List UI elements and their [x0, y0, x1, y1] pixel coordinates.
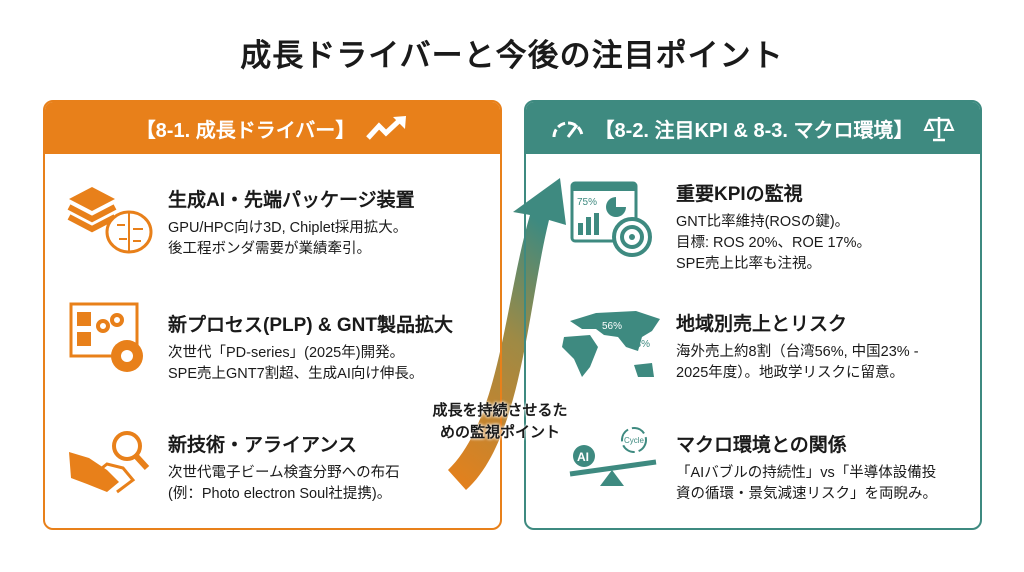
item-title: 新プロセス(PLP) & GNT製品拡大	[168, 315, 453, 336]
item-title: 地域別売上とリスク	[676, 314, 848, 335]
kpi-percent-label: 75%	[577, 197, 597, 208]
arrow-label: 成長を持続させるた めの監視ポイント	[405, 400, 595, 444]
ai-cycle-balance-icon: AI Cycle	[569, 427, 657, 486]
item-line: GPU/HPC向け3D, Chiplet採用拡大。	[168, 220, 408, 236]
page-title: 成長ドライバーと今後の注目ポイント	[240, 38, 784, 73]
growth-drivers-panel: 【8-1. 成長ドライバー】 生成AI・先端パッケージ装置 GPU/HPC向け3…	[43, 100, 502, 530]
item-line: SPE売上比率も注視。	[676, 256, 822, 272]
chip-stack-brain-icon	[67, 187, 153, 254]
item-line: 次世代「PD-series」(2025年)開発。	[168, 345, 405, 361]
item-title: 重要KPIの監視	[676, 184, 803, 205]
item-line: 2025年度）。地政学リスクに留意。	[676, 365, 905, 381]
kpi-dashboard-target-icon: 75%	[570, 181, 652, 257]
china-share-label: 23%	[630, 339, 650, 350]
trend-up-icon	[366, 116, 407, 140]
panel-header: 【8-2. 注目KPI & 8-3. マクロ環境】	[526, 102, 980, 154]
panel-header-label: 【8-2. 注目KPI & 8-3. マクロ環境】	[594, 119, 914, 142]
arrow-label-line: めの監視ポイント	[439, 424, 560, 441]
balance-scale-icon	[923, 117, 956, 142]
panel-header-label: 【8-1. 成長ドライバー】	[135, 119, 356, 142]
arrow-label-line: 成長を持続させるた	[432, 402, 568, 419]
handshake-search-icon	[69, 431, 150, 494]
cycle-label: Cycle	[624, 436, 645, 445]
item-line: 後工程ボンダ需要が業績牽引。	[168, 241, 371, 257]
kpi-macro-panel: 【8-2. 注目KPI & 8-3. マクロ環境】 75% 重要KPIの監視 G…	[524, 100, 982, 530]
item-line: (例：Photo electron Soul社提携)。	[168, 486, 392, 502]
item-title: 新技術・アライアンス	[168, 435, 357, 456]
item-title: 生成AI・先端パッケージ装置	[168, 190, 415, 211]
item-line: 海外売上約8割（台湾56%, 中国23% -	[676, 344, 919, 360]
taiwan-share-label: 56%	[602, 321, 622, 332]
process-gears-icon	[69, 302, 143, 372]
item-line: 資の循環・景気減速リスク」を両睨み。	[676, 486, 937, 502]
item-line: 次世代電子ビーム検査分野への布石	[168, 465, 400, 481]
gauge-icon	[552, 121, 584, 138]
item-line: 目標: ROS 20%、ROE 17%。	[676, 235, 871, 251]
item-line: SPE売上GNT7割超、生成AI向け伸長。	[168, 366, 424, 382]
world-map-icon: 56% 23%	[562, 311, 660, 377]
item-line: 「AIバブルの持続性」vs「半導体設備投	[676, 465, 937, 481]
item-line: GNT比率維持(ROSの鍵)。	[676, 214, 850, 230]
ai-label: AI	[577, 450, 589, 464]
item-title: マクロ環境との関係	[676, 435, 847, 456]
panel-header: 【8-1. 成長ドライバー】	[45, 102, 500, 154]
